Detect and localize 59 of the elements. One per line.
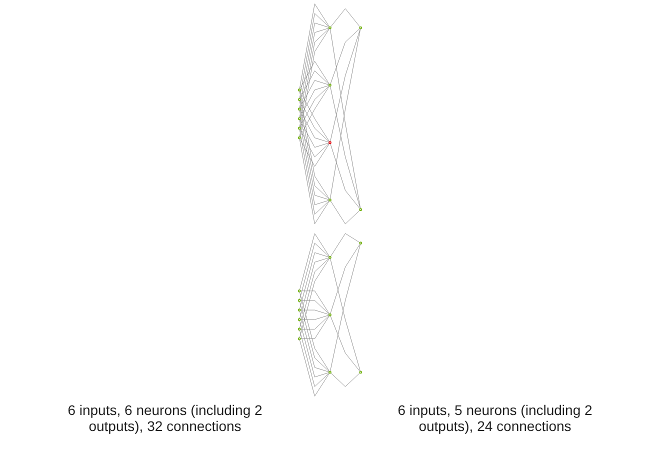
node-circle <box>328 370 332 374</box>
caption-text: 6 inputs, 5 neurons (including 2 outputs), 24 connections <box>396 402 594 434</box>
node-circle <box>328 256 332 259</box>
node-circle <box>359 26 362 30</box>
connector <box>299 330 330 387</box>
connector <box>299 310 330 372</box>
connector <box>300 300 330 314</box>
node-circle <box>298 289 301 292</box>
connector <box>300 314 330 320</box>
connector <box>299 119 330 206</box>
connector <box>300 100 330 142</box>
node-circle <box>298 117 301 120</box>
connector <box>300 315 330 330</box>
connector <box>330 244 360 314</box>
connector <box>300 290 330 314</box>
connector <box>299 242 330 300</box>
node-circle <box>359 242 362 244</box>
connector <box>330 28 361 142</box>
connector <box>330 315 360 372</box>
node-circle <box>359 208 362 211</box>
connector <box>300 110 330 143</box>
connector <box>299 233 330 290</box>
connector <box>299 252 330 310</box>
node-circle <box>359 370 362 374</box>
node-circle <box>328 26 332 30</box>
node-circle <box>298 337 301 340</box>
node-circle <box>328 84 332 87</box>
connector <box>299 257 330 319</box>
connector <box>299 22 330 108</box>
node-circle <box>298 88 301 92</box>
node-circle <box>298 299 301 302</box>
connector <box>299 320 330 378</box>
node-circle <box>328 198 332 202</box>
node-circle <box>298 108 301 111</box>
connector <box>299 128 330 215</box>
node-circle <box>298 328 301 331</box>
connector <box>330 143 360 210</box>
connector <box>330 86 361 209</box>
node-circle <box>328 141 332 144</box>
connector <box>300 80 330 108</box>
connector <box>300 90 330 142</box>
connector <box>300 86 330 138</box>
node-circle <box>298 136 301 140</box>
node-circle <box>298 308 301 312</box>
connector <box>299 339 330 396</box>
connector <box>330 28 360 84</box>
connector <box>300 86 330 128</box>
node-circle <box>298 318 301 322</box>
connector <box>300 85 330 118</box>
connector <box>299 13 330 99</box>
connector <box>299 4 330 90</box>
connector <box>300 119 330 148</box>
node-circle <box>298 98 301 101</box>
caption-text: 6 inputs, 6 neurons (including 2 outputs), 32 connections <box>66 402 264 434</box>
node-circle <box>298 126 301 130</box>
connector <box>300 310 330 315</box>
connector <box>299 138 330 224</box>
connector <box>300 315 330 339</box>
node-circle <box>328 313 332 316</box>
